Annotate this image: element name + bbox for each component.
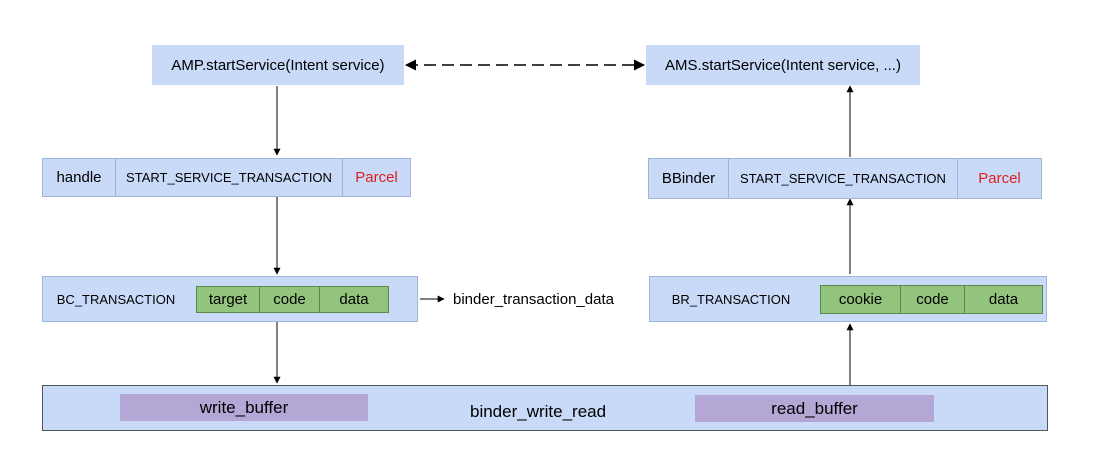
- br-field-cookie: cookie: [821, 286, 901, 313]
- bc-field-target: target: [197, 287, 260, 312]
- ams-call-label: AMS.startService(Intent service, ...): [665, 56, 901, 74]
- binder-transaction-data-label: binder_transaction_data: [453, 291, 614, 308]
- bc-fields: target code data: [196, 286, 389, 313]
- binder-write-read-label: binder_write_read: [470, 402, 607, 421]
- handle-cell: handle: [43, 159, 116, 196]
- bbinder-cell: BBinder: [649, 159, 729, 198]
- server-parcel-row: BBinder START_SERVICE_TRANSACTION Parcel: [648, 158, 1042, 199]
- bc-field-data: data: [339, 291, 369, 308]
- br-field-data: data: [988, 291, 1019, 308]
- server-transaction-cell: START_SERVICE_TRANSACTION: [729, 159, 958, 198]
- client-transaction-cell: START_SERVICE_TRANSACTION: [116, 159, 343, 196]
- bc-transaction-label: BC_TRANSACTION: [56, 291, 176, 307]
- bc-field-code: code: [260, 287, 320, 312]
- br-fields: cookie code data: [820, 285, 1043, 314]
- client-parcel-cell: Parcel: [355, 169, 398, 186]
- write-buffer: write_buffer: [120, 394, 368, 421]
- read-buffer: read_buffer: [695, 395, 934, 422]
- bc-transaction-box: BC_TRANSACTION: [42, 276, 418, 322]
- amp-start-service-box: AMP.startService(Intent service): [152, 45, 404, 85]
- br-field-code: code: [901, 286, 965, 313]
- client-parcel-row: handle START_SERVICE_TRANSACTION Parcel: [42, 158, 411, 197]
- br-transaction-label: BR_TRANSACTION: [671, 291, 791, 307]
- amp-call-label: AMP.startService(Intent service): [171, 56, 385, 74]
- ams-start-service-box: AMS.startService(Intent service, ...): [646, 45, 920, 85]
- server-parcel-cell: Parcel: [978, 170, 1021, 187]
